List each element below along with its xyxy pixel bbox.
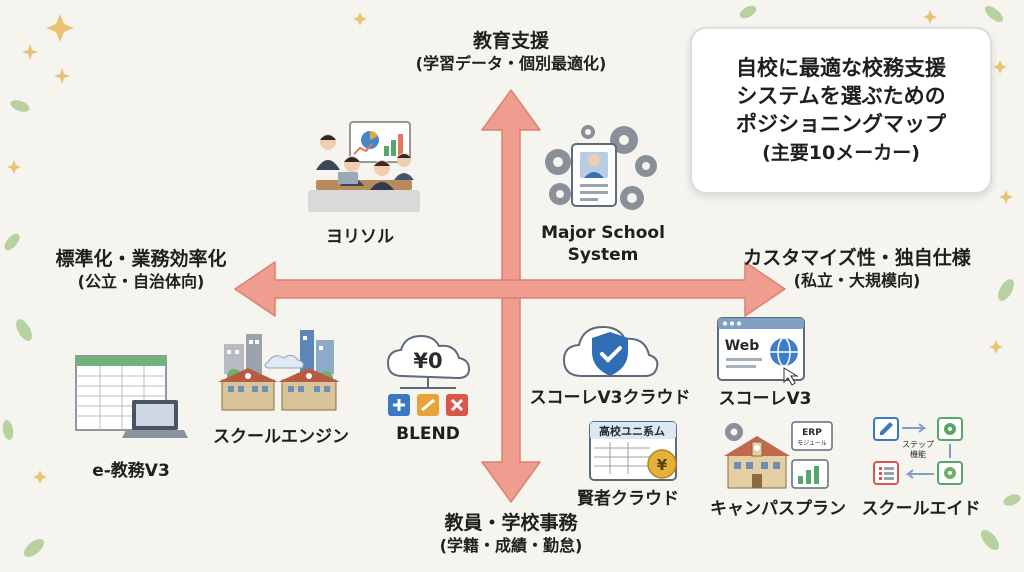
maker-school-engine: スクールエンジン: [213, 427, 349, 447]
map-title-line4: (主要10メーカー): [762, 141, 920, 164]
kenja-banner-text: 高校ユニ系ム: [599, 424, 665, 438]
leaf-icon: [1003, 494, 1021, 506]
erp-text: ERP: [802, 428, 822, 438]
cloud-price-icon: ¥0: [386, 334, 471, 416]
horizontal-axis-arrow: [234, 261, 786, 317]
yen-coin-text: ¥: [657, 456, 668, 474]
sparkle-icon: [989, 340, 1003, 354]
leaf-icon: [984, 5, 1004, 23]
web-text: Web: [725, 338, 759, 354]
step-text: ステップ: [902, 440, 934, 449]
map-title-line3: ポジショニングマップ: [736, 111, 946, 136]
blend-price-text: ¥0: [413, 349, 442, 373]
leaf-icon: [24, 539, 44, 557]
meeting-people-icon: [308, 121, 420, 212]
axis-right-label: カスタマイズ性・独自仕様 (私立・大規模向): [722, 247, 992, 291]
sparkle-icon: [923, 10, 937, 24]
axis-left-main: 標準化・業務効率化: [55, 248, 227, 270]
web-browser-icon: Web: [717, 317, 805, 386]
spreadsheet-laptop-icon: [75, 355, 188, 438]
axis-right-sub: (私立・大規模向): [793, 270, 921, 290]
map-title-card: 自校に最適な校務支援 システムを選ぶための ポジショニングマップ (主要10メー…: [690, 27, 992, 194]
leaf-icon: [10, 100, 30, 112]
school-buildings-icon: [218, 330, 340, 411]
step-feature-text: 機能: [910, 449, 926, 459]
sparkle-icon: [993, 60, 1007, 74]
axis-right-main: カスタマイズ性・独自仕様: [743, 247, 971, 269]
maker-score-v3: スコーレV3: [718, 389, 812, 409]
axis-top-label: 教育支援 (学習データ・個別最適化): [380, 30, 642, 74]
leaf-icon: [739, 5, 757, 19]
leaf-icon: [998, 279, 1014, 301]
map-title-line1: 自校に最適な校務支援: [736, 56, 946, 81]
sparkle-icon: [46, 14, 74, 42]
campus-erp-icon: ERP モジュール: [724, 421, 833, 489]
axis-bottom-main: 教員・学校事務: [444, 512, 578, 534]
sparkle-icon: [33, 470, 47, 484]
axis-bottom-label: 教員・学校事務 (学籍・成績・勤怠): [396, 512, 626, 556]
axis-left-sub: (公立・自治体向): [77, 271, 205, 291]
id-card-gears-icon: [545, 125, 657, 210]
leaf-icon: [4, 233, 20, 251]
sparkle-icon: [353, 12, 367, 26]
axis-bottom-sub: (学籍・成績・勤怠): [439, 535, 583, 555]
maker-e-kyomu: e-教務V3: [92, 461, 170, 481]
maker-blend: BLEND: [396, 424, 460, 444]
leaf-icon: [2, 420, 14, 440]
axis-top-main: 教育支援: [472, 30, 549, 52]
maker-school-aid: スクールエイド: [861, 499, 981, 519]
leaf-icon: [981, 530, 999, 550]
leaf-icon: [16, 319, 32, 341]
axis-left-label: 標準化・業務効率化 (公立・自治体向): [36, 248, 246, 292]
sparkle-icon: [7, 160, 21, 174]
workflow-steps-icon: ステップ 機能: [873, 417, 963, 485]
maker-campus-plan: キャンパスプラン: [710, 499, 846, 519]
sparkle-icon: [22, 44, 38, 60]
maker-score-v3-cloud: スコーレV3クラウド: [529, 388, 691, 408]
maker-major-school-system: Major School System: [541, 223, 665, 266]
maker-kenja-cloud: 賢者クラウド: [577, 489, 679, 509]
maker-yorisoru: ヨリソル: [326, 227, 394, 247]
school-ledger-icon: 高校ユニ系ム ¥: [589, 421, 677, 481]
axis-top-sub: (学習データ・個別最適化): [415, 53, 607, 73]
sparkle-icon: [54, 68, 70, 84]
cloud-shield-icon: [562, 325, 659, 377]
erp-module-text: モジュール: [797, 440, 827, 447]
sparkle-icon: [999, 190, 1013, 204]
map-title-line2: システムを選ぶための: [736, 84, 946, 109]
